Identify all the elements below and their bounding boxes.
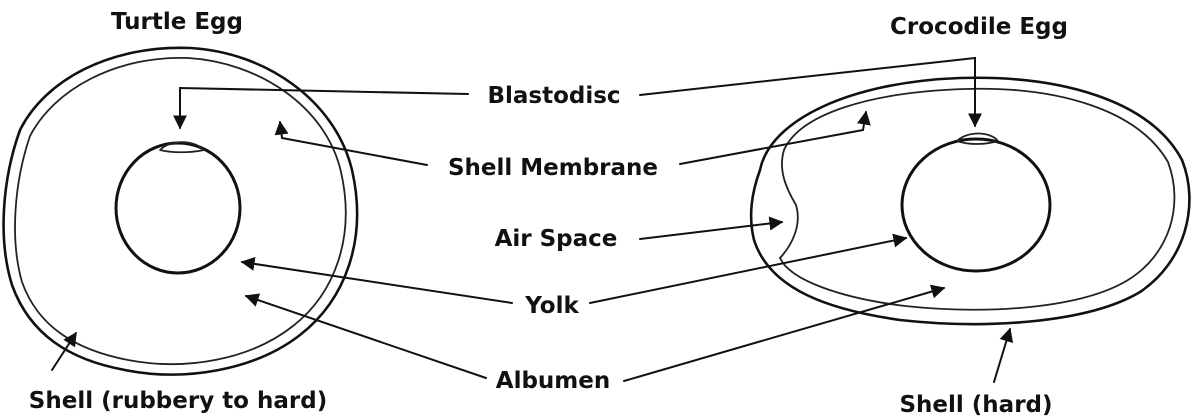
albumen-pointer-turtle [246, 296, 486, 378]
turtle-shell-pointer [52, 333, 76, 370]
shell-membrane-pointer-crocodile [680, 112, 866, 164]
shell-membrane-pointer-turtle [280, 122, 427, 165]
albumen-pointer-crocodile [624, 288, 944, 381]
crocodile-egg-title: Crocodile Egg [890, 14, 1068, 40]
yolk-pointer-turtle [242, 262, 512, 303]
crocodile-egg-air-space-boundary [780, 150, 798, 258]
air-space-pointer [640, 222, 782, 239]
yolk-label: Yolk [524, 293, 579, 319]
crocodile-shell-pointer [994, 329, 1010, 382]
blastodisc-label: Blastodisc [487, 83, 620, 109]
crocodile-shell-label: Shell (hard) [899, 392, 1052, 418]
turtle-shell-label: Shell (rubbery to hard) [29, 388, 327, 414]
blastodisc-pointer-turtle [180, 88, 468, 128]
albumen-label: Albumen [496, 368, 610, 394]
turtle-egg-yolk [116, 143, 240, 273]
air-space-label: Air Space [495, 226, 618, 252]
crocodile-egg [751, 78, 1189, 324]
yolk-pointer-crocodile [590, 238, 906, 303]
turtle-egg-title: Turtle Egg [111, 9, 243, 35]
shell-membrane-label: Shell Membrane [448, 155, 658, 181]
crocodile-egg-yolk [902, 139, 1050, 271]
